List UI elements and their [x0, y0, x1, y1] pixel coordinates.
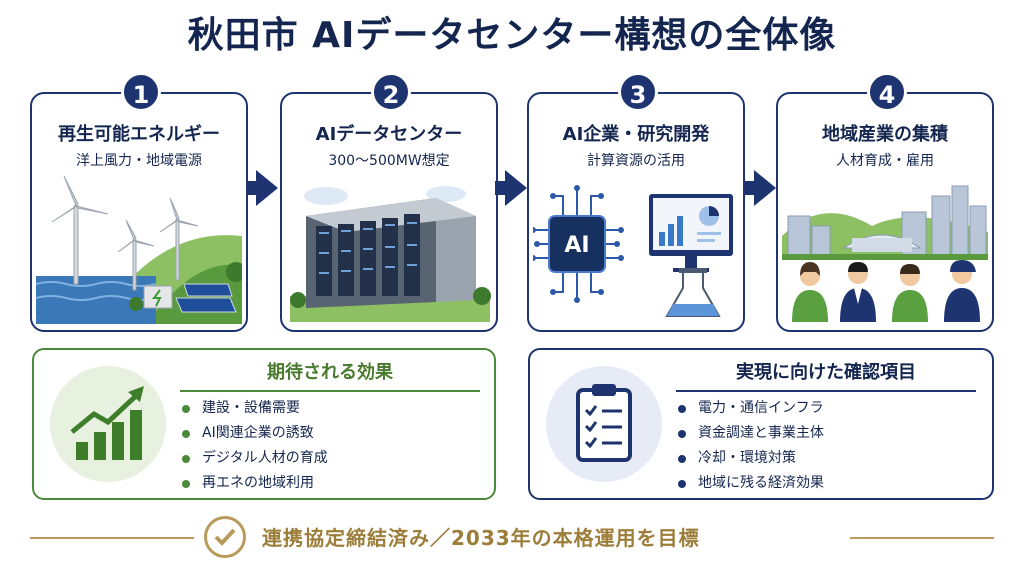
- list-item: 電力・通信インフラ: [676, 396, 824, 421]
- datacenter-building-illustration: [290, 186, 491, 322]
- expected-effects-list: 建設・設備需要 AI関連企業の誘致 デジタル人材の育成 再エネの地域利用: [180, 396, 328, 496]
- step-card-ai-datacenter: 2 AIデータセンター 300〜500MW想定: [280, 72, 498, 332]
- list-item: AI関連企業の誘致: [180, 421, 328, 446]
- check-circle-icon: [204, 516, 246, 558]
- list-item: 地域に残る経済効果: [676, 471, 824, 496]
- list-item: 建設・設備需要: [180, 396, 328, 421]
- step-subtitle: 計算資源の活用: [587, 153, 685, 169]
- step-title: 地域産業の集積: [822, 124, 948, 145]
- step-number-badge: 1: [121, 72, 161, 112]
- step-number-badge: 2: [371, 72, 411, 112]
- wind-solar-illustration: [36, 176, 242, 324]
- step-title: AIデータセンター: [315, 124, 463, 145]
- step-number-badge: 3: [618, 72, 658, 112]
- list-item: 再エネの地域利用: [180, 471, 328, 496]
- footer-divider-left: [30, 537, 194, 539]
- step-title: 再生可能エネルギー: [58, 124, 220, 145]
- clipboard-checklist-icon: [546, 366, 662, 482]
- step-subtitle: 300〜500MW想定: [328, 153, 450, 169]
- flow-arrow-icon: [495, 170, 527, 206]
- footer-divider-right: [850, 537, 994, 539]
- list-item: デジタル人材の育成: [180, 446, 328, 471]
- confirmation-items-panel: 実現に向けた確認項目 電力・通信インフラ 資金調達と事業主体 冷却・環境対策 地…: [528, 348, 994, 500]
- step-card-renewable-energy: 1 再生可能エネルギー 洋上風力・地域電源: [30, 72, 248, 332]
- growth-chart-icon: [50, 366, 166, 482]
- ai-chip-research-illustration: AI: [533, 185, 733, 317]
- flow-arrow-icon: [744, 170, 776, 206]
- step-number-badge: 4: [867, 72, 907, 112]
- page-title: 秋田市 AIデータセンター構想の全体像: [187, 15, 837, 56]
- step-card-ai-research: 3 AI企業・研究開発 計算資源の活用 AI: [527, 72, 745, 332]
- expected-effects-panel: 期待される効果 建設・設備需要 AI関連企業の誘致 デジタル人材の育成 再エネの…: [32, 348, 496, 500]
- confirmation-items-list: 電力・通信インフラ 資金調達と事業主体 冷却・環境対策 地域に残る経済効果: [676, 396, 824, 496]
- step-subtitle: 人材育成・雇用: [836, 153, 934, 169]
- list-item: 資金調達と事業主体: [676, 421, 824, 446]
- confirmation-items-heading: 実現に向けた確認項目: [676, 358, 976, 392]
- list-item: 冷却・環境対策: [676, 446, 824, 471]
- city-workers-illustration: [782, 185, 988, 322]
- flow-arrow-icon: [246, 170, 278, 206]
- ai-chip-label: AI: [564, 233, 589, 258]
- step-subtitle: 洋上風力・地域電源: [76, 153, 202, 169]
- expected-effects-heading: 期待される効果: [180, 358, 480, 392]
- footer-goal-text: 連携協定締結済み／2033年の本格運用を目標: [262, 526, 700, 550]
- step-title: AI企業・研究開発: [562, 124, 710, 145]
- step-card-regional-industry: 4 地域産業の集積 人材育成・雇用: [776, 72, 994, 332]
